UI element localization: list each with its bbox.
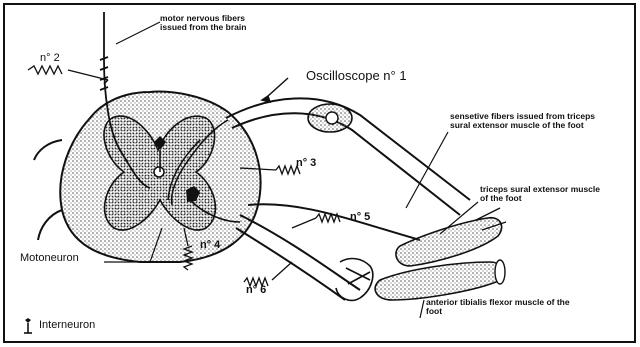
label-oscilloscope: Oscilloscope n° 1 bbox=[306, 69, 407, 83]
tibialis-muscle bbox=[375, 260, 505, 300]
label-stimulator-n4: n° 4 bbox=[200, 240, 220, 252]
label-motor-fibers: motor nervous fibers issued from the bra… bbox=[160, 14, 255, 32]
dorsal-root-ganglion bbox=[308, 104, 352, 132]
electrode-n2 bbox=[28, 66, 108, 84]
label-stimulator-n3: n° 3 bbox=[296, 158, 316, 170]
label-stimulator-n2: n° 2 bbox=[40, 53, 60, 65]
label-stimulator-n6: n° 6 bbox=[246, 285, 266, 297]
label-stimulator-n5: n° 5 bbox=[350, 212, 370, 224]
label-tibialis-muscle: anterior tibialis flexor muscle of the f… bbox=[426, 298, 576, 316]
label-triceps-muscle: triceps sural extensor muscle of the foo… bbox=[480, 185, 610, 203]
interneuron-symbol-icon bbox=[22, 318, 34, 334]
legend-interneuron: Interneuron bbox=[22, 318, 95, 334]
label-sensitive-fibers: sensetive fibers issued from triceps sur… bbox=[450, 112, 610, 130]
bone-joint bbox=[336, 259, 373, 301]
label-motoneuron: Motoneuron bbox=[20, 253, 79, 265]
electrode-n6 bbox=[244, 262, 292, 286]
electrode-n5 bbox=[292, 214, 340, 228]
legend-interneuron-label: Interneuron bbox=[39, 320, 95, 332]
